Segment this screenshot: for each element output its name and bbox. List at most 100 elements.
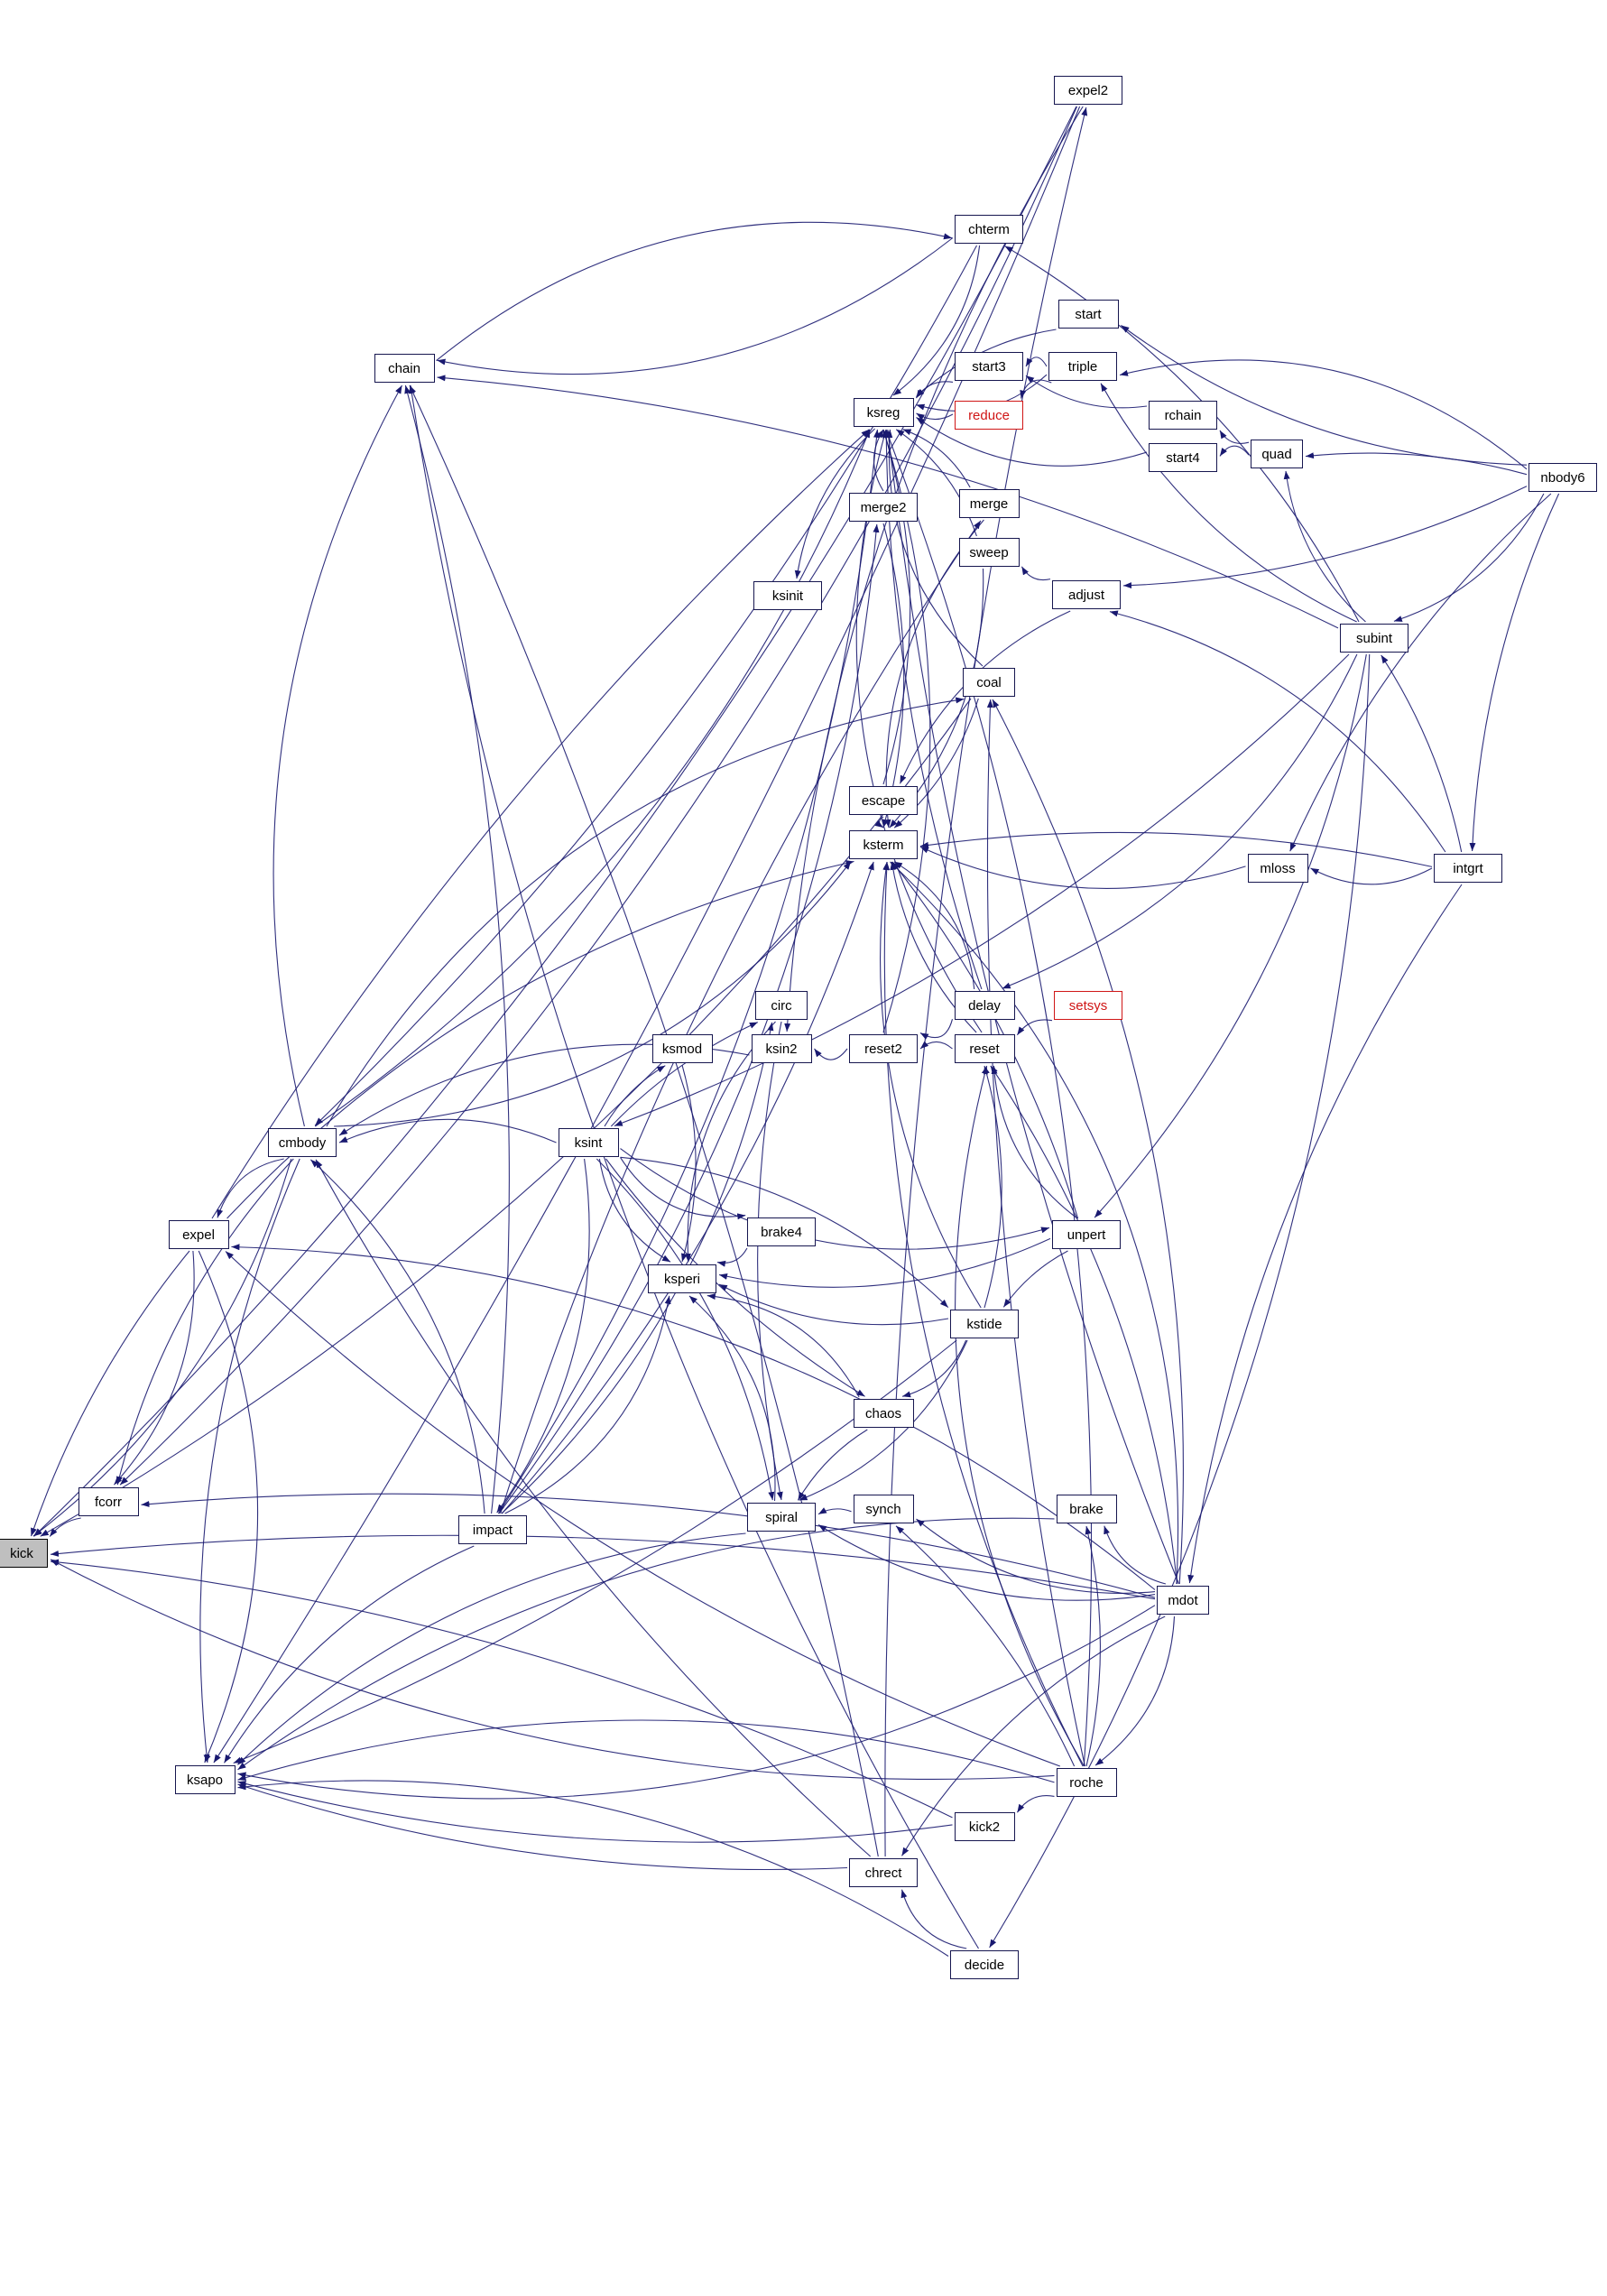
edge-ksint-circ — [610, 1022, 759, 1127]
edge-expel2-fcorr — [119, 106, 1078, 1486]
edge-fcorr-kick — [49, 1517, 81, 1537]
edge-kstide-ksterm — [880, 861, 982, 1309]
edge-ksint-chaos — [605, 1158, 865, 1397]
edge-nbody6-adjust — [1122, 486, 1528, 589]
edge-unpert-ksterm — [891, 861, 1079, 1219]
edge-decide-chain — [408, 384, 979, 1949]
node-chrect[interactable]: chrect — [849, 1858, 918, 1887]
edge-expel2-ksapo — [213, 106, 1081, 1764]
node-ksmod[interactable]: ksmod — [651, 1034, 713, 1063]
node-rchain[interactable]: rchain — [1149, 401, 1217, 430]
node-escape[interactable]: escape — [849, 786, 918, 815]
edge-ksmod-ksperi — [681, 1064, 697, 1263]
edge-subint-ksint — [614, 653, 1350, 1127]
edge-mdot-brake — [1104, 1525, 1167, 1585]
node-roche[interactable]: roche — [1056, 1768, 1117, 1797]
node-unpert[interactable]: unpert — [1052, 1220, 1121, 1249]
edge-impact-chain — [404, 384, 510, 1514]
node-ksapo[interactable]: ksapo — [174, 1765, 236, 1794]
node-synch[interactable]: synch — [853, 1495, 914, 1523]
node-nbody6[interactable]: nbody6 — [1528, 463, 1597, 492]
node-fcorr[interactable]: fcorr — [78, 1487, 139, 1516]
node-decide[interactable]: decide — [950, 1950, 1019, 1979]
node-cmbody[interactable]: cmbody — [268, 1128, 337, 1157]
edge-circ-spiral — [757, 1021, 783, 1501]
node-chain[interactable]: chain — [374, 354, 435, 383]
edge-ksint-impact — [496, 1158, 590, 1514]
node-reset[interactable]: reset — [954, 1034, 1015, 1063]
edge-expel-kick — [30, 1250, 190, 1537]
node-ksperi[interactable]: ksperi — [648, 1264, 716, 1293]
node-triple[interactable]: triple — [1048, 352, 1117, 381]
edge-kstide-reset — [984, 1065, 1002, 1309]
node-brake4[interactable]: brake4 — [747, 1217, 816, 1246]
edge-cmbody-kick — [32, 1158, 292, 1537]
node-adjust[interactable]: adjust — [1052, 580, 1121, 609]
edge-merge2-ksreg — [873, 429, 884, 492]
edge-mdot-spiral — [817, 1524, 1156, 1601]
edge-mdot-ksapo — [237, 1605, 1156, 1800]
edge-rchain-start3 — [1025, 375, 1148, 409]
edge-mdot-coal — [992, 699, 1184, 1585]
node-ksterm[interactable]: ksterm — [849, 830, 918, 859]
node-coal[interactable]: coal — [963, 668, 1015, 697]
edge-chaos-ksperi — [707, 1293, 860, 1398]
edge-chterm-chain — [437, 237, 954, 375]
edge-roche-ksapo — [237, 1719, 1055, 1783]
node-kick2[interactable]: kick2 — [954, 1812, 1015, 1841]
edge-chrect-chain — [409, 384, 879, 1857]
edge-roche-brake — [1085, 1525, 1101, 1767]
node-intgrt[interactable]: intgrt — [1434, 854, 1502, 883]
node-start[interactable]: start — [1057, 300, 1119, 329]
edge-cmbody-expel — [217, 1158, 284, 1218]
node-spiral[interactable]: spiral — [747, 1503, 816, 1532]
edge-chterm-ksreg — [892, 245, 981, 396]
node-chterm[interactable]: chterm — [955, 215, 1023, 244]
node-ksint[interactable]: ksint — [558, 1128, 619, 1157]
edge-intgrt-mdot — [1187, 884, 1463, 1584]
node-impact[interactable]: impact — [458, 1515, 527, 1544]
node-mloss[interactable]: mloss — [1247, 854, 1308, 883]
node-merge2[interactable]: merge2 — [849, 493, 918, 522]
node-reduce[interactable]: reduce — [955, 401, 1023, 430]
node-reset2[interactable]: reset2 — [849, 1034, 918, 1063]
edge-chterm-cmbody — [314, 245, 977, 1126]
edge-spiral-ksapo — [237, 1532, 746, 1765]
edge-start4-ksreg — [916, 417, 1148, 467]
edge-kick2-kick — [50, 1559, 953, 1819]
node-merge[interactable]: merge — [958, 489, 1020, 518]
node-chaos[interactable]: chaos — [853, 1399, 914, 1428]
node-mdot[interactable]: mdot — [1157, 1586, 1209, 1615]
node-expel2[interactable]: expel2 — [1054, 76, 1122, 105]
edge-brake-ksapo — [237, 1517, 1055, 1771]
node-delay[interactable]: delay — [954, 991, 1015, 1020]
node-brake[interactable]: brake — [1056, 1495, 1117, 1523]
edge-mdot-chrect — [901, 1616, 1166, 1856]
edge-impact-circ — [501, 1022, 774, 1514]
edge-intgrt-subint — [1381, 654, 1463, 853]
edge-subint-delay — [1002, 653, 1358, 989]
edge-impact-cmbody — [309, 1159, 485, 1514]
edge-setsys-reset — [1016, 1019, 1053, 1036]
edge-decide-ksapo — [237, 1780, 949, 1957]
node-expel[interactable]: expel — [168, 1220, 229, 1249]
node-sweep[interactable]: sweep — [958, 538, 1020, 567]
node-kstide[interactable]: kstide — [950, 1310, 1019, 1338]
node-circ[interactable]: circ — [755, 991, 808, 1020]
node-kick[interactable]: kick — [0, 1539, 48, 1568]
node-subint[interactable]: subint — [1340, 624, 1408, 653]
node-setsys[interactable]: setsys — [1054, 991, 1122, 1020]
node-start4[interactable]: start4 — [1149, 443, 1217, 472]
edge-reset2-ksin2 — [814, 1048, 848, 1060]
edge-roche-kick — [50, 1559, 1055, 1781]
node-ksin2[interactable]: ksin2 — [751, 1034, 812, 1063]
edge-ksint-unpert — [620, 1148, 1050, 1250]
edge-ksint-spiral — [596, 1158, 775, 1501]
node-start3[interactable]: start3 — [955, 352, 1023, 381]
edge-ksint-ksmod — [604, 1065, 666, 1127]
node-quad[interactable]: quad — [1251, 440, 1303, 468]
edge-coal-kick — [40, 698, 972, 1537]
node-ksinit[interactable]: ksinit — [753, 581, 822, 610]
node-ksreg[interactable]: ksreg — [853, 398, 914, 427]
